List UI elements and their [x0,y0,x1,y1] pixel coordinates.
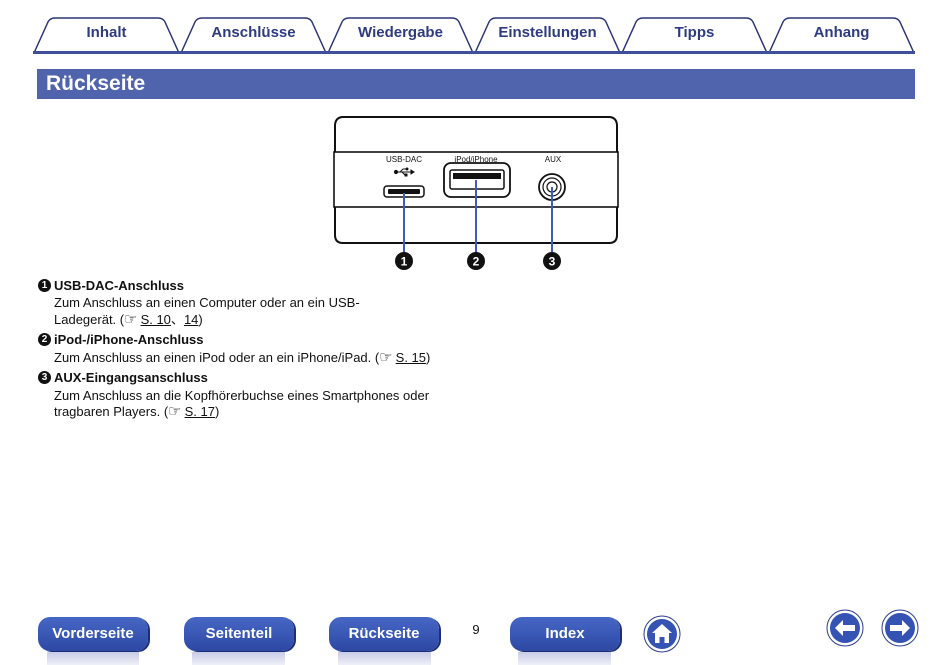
item-heading-ipod: iPod-/iPhone-Anschluss [54,332,204,347]
pointing-hand-icon [168,403,181,420]
tab-inhalt[interactable]: Inhalt [33,16,180,54]
tab-anschluesse[interactable]: Anschlüsse [180,16,327,54]
page-title: Rückseite [46,72,146,95]
tab-shape [768,17,915,54]
ipod-port-label: iPod/iPhone [454,155,498,164]
home-button[interactable] [643,615,681,653]
rear-panel-button[interactable]: Rückseite [329,617,439,651]
item-heading-aux: AUX-Eingangsanschluss [54,370,208,385]
tab-label: Anschlüsse [211,24,296,41]
tab-tipps[interactable]: Tipps [621,16,768,54]
item-heading-usb-dac: USB-DAC-Anschluss [54,278,185,293]
item-number-badge: 3 [38,371,51,384]
reference-suffix: ) [214,404,220,419]
page-reference-link[interactable]: S. 10 [140,312,171,327]
page-number: 9 [472,622,480,637]
button-reflection [192,652,285,665]
pointing-hand-icon [379,349,392,366]
item-reference-line: tragbaren Players. ( S. 17) [54,403,219,420]
callout-number-1: 1 [401,255,408,269]
arrow-right-icon [881,609,919,647]
tab-bar-divider [33,51,915,54]
item-description-line: Zum Anschluss an einen Computer oder an … [54,295,360,310]
previous-page-button[interactable] [826,609,864,647]
next-page-button[interactable] [881,609,919,647]
tab-shape [33,17,180,54]
button-reflection [47,652,139,665]
tab-einstellungen[interactable]: Einstellungen [474,16,621,54]
tab-label: Anhang [813,24,870,41]
usb-icon [393,167,415,177]
home-icon [643,615,681,653]
tab-label: Tipps [674,24,715,41]
button-reflection [518,652,611,665]
reference-prefix: Ladegerät. ( [54,312,125,327]
rear-panel-illustration: USB-DAC iPod/iPhone AUX 1 2 3 [333,116,619,270]
reference-suffix: ) [198,312,203,327]
item-reference-line: Ladegerät. ( S. 10、14) [54,311,203,328]
tab-shape [621,17,768,54]
callout-marker-1 [395,252,413,270]
tab-anhang[interactable]: Anhang [768,16,915,54]
tab-label: Inhalt [86,24,127,41]
reference-prefix: tragbaren Players. ( [54,404,169,419]
aux-port-label: AUX [545,155,562,164]
arrow-left-icon [826,609,864,647]
section-title-bar: Rückseite [37,69,915,99]
index-button[interactable]: Index [510,617,620,651]
callout-marker-2 [467,252,485,270]
front-panel-button[interactable]: Vorderseite [38,617,148,651]
reference-suffix: ) [426,350,431,365]
tab-wiedergabe[interactable]: Wiedergabe [327,16,474,54]
side-panel-button[interactable]: Seitenteil [184,617,294,651]
tab-shape [180,17,327,54]
callout-number-2: 2 [473,255,480,269]
usb-dac-port-label: USB-DAC [386,155,422,164]
tab-label: Einstellungen [498,24,597,41]
page-reference-link[interactable]: 14 [183,312,199,327]
item-number-badge: 1 [38,279,51,292]
item-reference-line: Zum Anschluss an einen iPod oder an ein … [54,349,430,366]
tab-label: Wiedergabe [358,24,443,41]
reference-separator: 、 [170,312,184,327]
pointing-hand-icon [124,311,137,328]
callout-number-3: 3 [549,255,556,269]
callout-marker-3 [543,252,561,270]
micro-usb-port [383,185,425,198]
page-reference-link[interactable]: S. 15 [395,350,427,365]
item-number-badge: 2 [38,333,51,346]
page-reference-link[interactable]: S. 17 [184,404,215,419]
tab-shape [474,17,621,54]
item-description-line: Zum Anschluss an die Kopfhörerbuchse ein… [54,388,430,403]
tab-shape [327,17,474,54]
reference-prefix: Zum Anschluss an einen iPod oder an ein … [54,350,380,365]
button-reflection [338,652,431,665]
